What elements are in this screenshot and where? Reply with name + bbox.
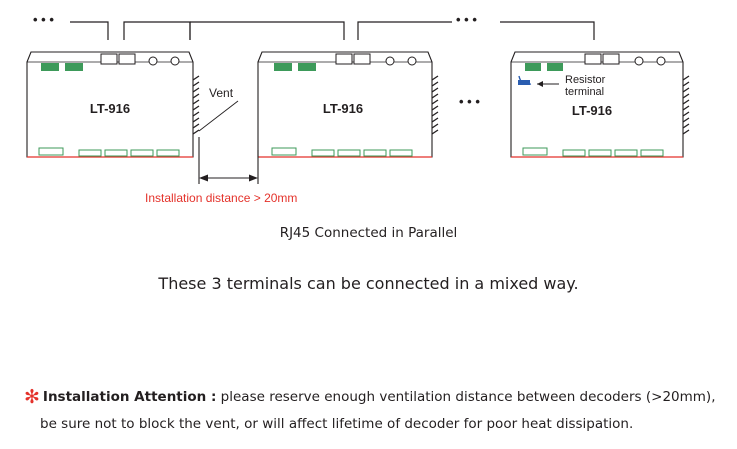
vent-grille xyxy=(192,75,200,135)
mixed-terminals-note: These 3 terminals can be connected in a … xyxy=(158,274,579,293)
resistor-label-line1: Resistor xyxy=(565,74,606,86)
attention-heading: Installation Attention : xyxy=(42,389,217,405)
ellipsis-left: • • • xyxy=(33,12,54,27)
decoder-3: LT-916 xyxy=(510,51,690,158)
vent-label: Vent xyxy=(209,86,234,100)
device-2-model: LT-916 xyxy=(323,101,363,116)
device-1-model: LT-916 xyxy=(90,101,130,116)
decoder-1: LT-916 xyxy=(26,51,200,158)
resistor-icon xyxy=(518,75,559,87)
resistor-label-line2: terminal xyxy=(565,86,604,98)
parallel-connection-diagram: • • • • • • • • • LT-916 xyxy=(26,12,690,205)
rj45-cables xyxy=(70,21,595,40)
attention-line-1: ✻Installation Attention : please reserve… xyxy=(24,386,715,408)
distance-marker xyxy=(198,137,259,184)
attention-line-2: be sure not to block the vent, or will a… xyxy=(40,416,634,432)
decoder-2: LT-916 xyxy=(257,51,439,158)
device-3-model: LT-916 xyxy=(572,103,612,118)
vent-pointer xyxy=(198,100,239,132)
asterisk-icon: ✻ xyxy=(24,386,40,408)
ellipsis-between-devices: • • • xyxy=(459,94,480,109)
attention-text-1: please reserve enough ventilation distan… xyxy=(216,389,716,405)
ellipsis-middle-top: • • • xyxy=(456,12,477,27)
diagram-caption: RJ45 Connected in Parallel xyxy=(279,225,458,241)
installation-distance-label: Installation distance > 20mm xyxy=(145,191,297,205)
